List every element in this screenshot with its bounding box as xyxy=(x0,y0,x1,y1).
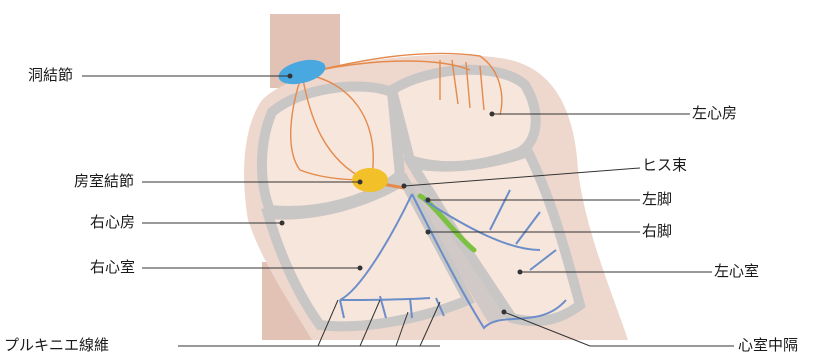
label-av-node: 房室結節 xyxy=(74,172,134,190)
label-his-bundle: ヒス束 xyxy=(642,156,687,174)
label-left-atrium: 左心房 xyxy=(692,104,737,122)
label-left-ventricle: 左心室 xyxy=(714,262,759,280)
av-node-shape xyxy=(352,168,388,192)
label-purkinje-fibers: プルキニエ線維 xyxy=(4,336,109,354)
label-right-ventricle: 右心室 xyxy=(90,258,135,276)
label-septum: 心室中隔 xyxy=(738,336,798,354)
label-left-bundle: 左脚 xyxy=(642,190,672,208)
label-right-bundle: 右脚 xyxy=(642,222,672,240)
label-sa-node: 洞結節 xyxy=(28,66,73,84)
label-right-atrium: 右心房 xyxy=(90,213,135,231)
